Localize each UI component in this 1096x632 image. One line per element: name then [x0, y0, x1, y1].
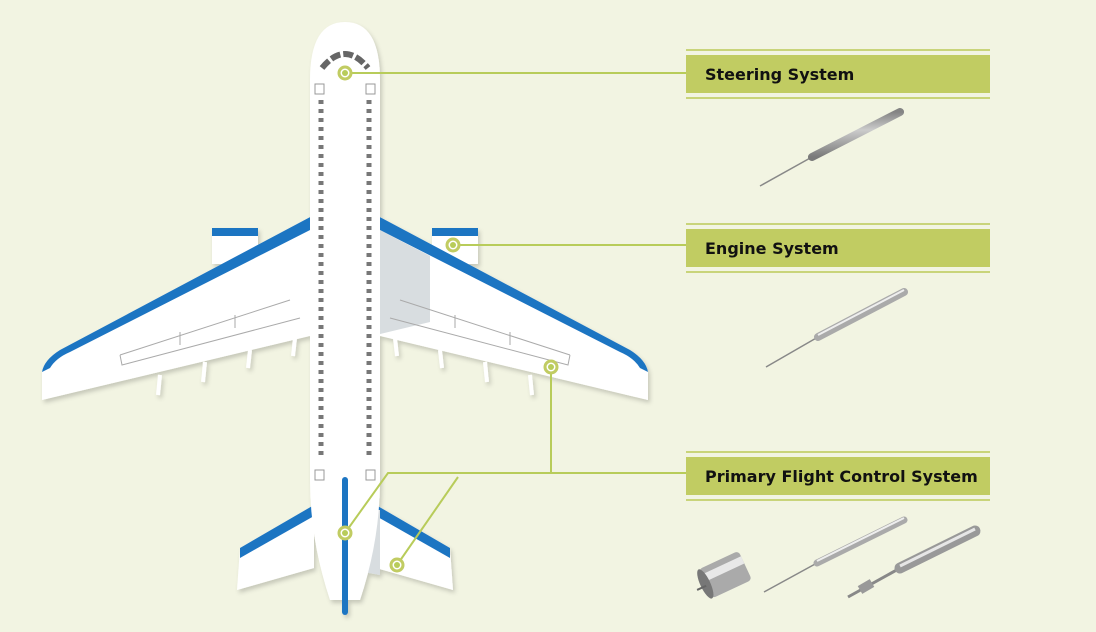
primary-flight-control-title: Primary Flight Control System: [705, 466, 978, 486]
steering-system-title: Steering System: [705, 64, 855, 84]
label-engine-system: Engine System: [686, 223, 990, 273]
cabin-windows: [318, 100, 372, 460]
flight-control-sensors-image: [696, 516, 981, 599]
engine-sensor-image: [765, 288, 908, 368]
airplane: [42, 22, 648, 615]
label-primary-flight-control-system: Primary Flight Control System: [686, 451, 990, 501]
steering-sensor-image: [759, 108, 904, 187]
leader-lines: [344, 72, 686, 566]
fuselage: [310, 22, 380, 600]
label-steering-system: Steering System: [686, 49, 990, 99]
cockpit-windows: [319, 51, 371, 70]
engine-system-title: Engine System: [705, 238, 839, 258]
